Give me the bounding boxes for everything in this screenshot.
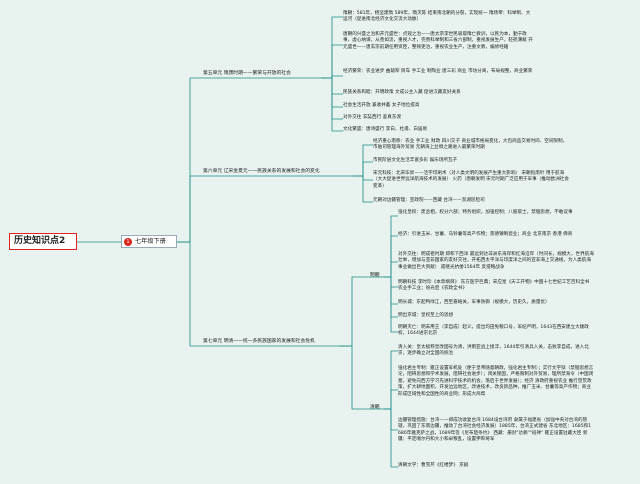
u5-branch-3 bbox=[321, 77, 343, 95]
number-badge: 1 bbox=[124, 238, 132, 246]
u5-branch-6 bbox=[321, 77, 343, 132]
book-label: 七年级下册 bbox=[135, 238, 166, 245]
u5-item-society[interactable]: 社会生活开放 兼收并蓄 女子地位提高 bbox=[343, 103, 420, 108]
ming-item-fall[interactable]: 明朝灭亡：明末用王（李自成）起义，提出均田免粮口号，军纪严明，1643在西安建立… bbox=[398, 325, 589, 337]
qing-item-entry[interactable]: 清入关：皇太极称皇改国号为清，洪雨亚战上接浮，1644年引清兵入关，击败李自成，… bbox=[398, 345, 589, 357]
unit5-title[interactable]: 第五单元 隋唐时期——繁荣与开放的社会 bbox=[203, 71, 291, 76]
u5-item-foreign[interactable]: 对外交往 玄奘西行 鉴真东渡 bbox=[343, 115, 402, 120]
u6-branch-0 bbox=[353, 144, 373, 177]
book-to-unit7-line bbox=[177, 241, 203, 347]
u6-item-frontier[interactable]: 元朝对边疆管理：宣政院——西藏 台湾——澎湖巡检司 bbox=[373, 198, 485, 203]
root-node[interactable]: 历史知识点2 bbox=[9, 233, 77, 250]
ming-item-power[interactable]: 强化皇权：废丞相，权分六部；特务组织，加强控制；八股取士，禁锢思想，不敢议事 bbox=[398, 210, 573, 215]
ming-item-capital[interactable]: 明出京城：皇权至上的思想 bbox=[398, 313, 454, 318]
ming-branch-4 bbox=[384, 276, 398, 305]
u5-item-sui[interactable]: 隋朝：581年，杨坚建隋 589年，隋灭陈 结束南北朝的分裂，实现统一 隋场帝：… bbox=[343, 11, 531, 23]
ming-label[interactable]: 明朝 bbox=[370, 273, 380, 278]
qing-item-literature[interactable]: 清朝文学：曹雪芹《红楼梦》 京剧 bbox=[398, 463, 469, 468]
u5-branch-2 bbox=[321, 75, 343, 79]
ming-item-economy[interactable]: 经济：引进玉米、甘薯、马铃薯等高产作物；景德镇制瓷业；商业 北京南京 香港 佛商 bbox=[398, 232, 573, 237]
book-to-unit6-line bbox=[177, 175, 203, 243]
u5-branch-5 bbox=[321, 77, 343, 120]
unit7-to-qing-line bbox=[339, 345, 370, 410]
book-to-unit5-line bbox=[177, 77, 203, 243]
u5-item-tang[interactable]: 唐朝的兴盛之治和开元盛世：贞观之治——唐太宗李世民吸取隋亡教训，以民为本，勤于政… bbox=[343, 32, 533, 50]
qing-branch-0 bbox=[384, 350, 398, 410]
unit6-title[interactable]: 第六单元 辽宋金夏元——民族关系的发展和社会的变化 bbox=[203, 169, 320, 174]
qing-branch-3 bbox=[384, 408, 398, 468]
u5-item-ethnic[interactable]: 民族关系和睦：开明政策 文成公主入藏 促进汉藏友好关系 bbox=[343, 90, 461, 95]
u6-branch-3 bbox=[353, 175, 373, 203]
u5-branch-1 bbox=[321, 44, 343, 79]
u5-branch-0 bbox=[321, 16, 343, 79]
u5-branch-4 bbox=[321, 77, 343, 108]
ming-branch-0 bbox=[384, 215, 398, 278]
u6-branch-2 bbox=[353, 175, 373, 181]
ming-item-foreign[interactable]: 对外交往：明成祖时期 郑和下西洋 最远到达非洲东海岸和红海沿岸（时间长，规模大，… bbox=[398, 252, 594, 270]
qing-label[interactable]: 清朝 bbox=[370, 405, 380, 410]
ming-branch-1 bbox=[384, 235, 398, 278]
u6-branch-1 bbox=[353, 161, 373, 177]
u5-item-economy[interactable]: 经济繁荣：农业进步 曲辕犁 筒车 手工业 制陶业 唐三彩 商业 市坊分离，布局规… bbox=[343, 69, 533, 74]
ming-branch-5 bbox=[384, 276, 398, 318]
u5-item-culture[interactable]: 文化繁盛：唐诗盛行 李白、杜甫、白居易 bbox=[343, 127, 428, 132]
unit7-title[interactable]: 第七单元 明清——统一多民族国家的发展和社会危机 bbox=[203, 339, 315, 344]
ming-branch-6 bbox=[384, 276, 398, 333]
book-node[interactable]: 1 七年级下册 bbox=[121, 235, 177, 248]
unit7-to-ming-line bbox=[339, 276, 370, 347]
qing-item-frontier[interactable]: 边疆管理措施：台湾——郑成功收复台湾 1684设台湾府 隶属于福建省（加强中央对… bbox=[398, 418, 592, 443]
u6-item-science[interactable]: 宋元科技：北宋毕昇——活字印刷术（对人类文明的发展产生重大影响） 宋朝指南针 用… bbox=[373, 171, 569, 189]
u6-item-economy[interactable]: 经济重心南移：农业 手工业 财政 四川交子 商业城市格局变化，大包商品交易时间、… bbox=[373, 139, 568, 151]
ming-item-science[interactable]: 明朝科技 李时珍《本草纲目》 东方医学巨典；宋应星《天工开物》中国十七世纪工艺百… bbox=[398, 280, 590, 292]
qing-branch-2 bbox=[384, 408, 398, 431]
u6-item-citizen[interactable]: 市民阶层文化生活丰富多彩 娱乐场所瓦子 bbox=[373, 158, 458, 163]
qing-item-autocracy[interactable]: 强化君主专制：雍正设置军机处（便于皇帝随督朝政，强化君主专制）；实行文字狱（禁锢… bbox=[398, 366, 594, 397]
ming-item-wall[interactable]: 明长城：东起鸭绿江，西至嘉峪关，军事防御（规模大，历史久，质量优） bbox=[398, 300, 550, 305]
